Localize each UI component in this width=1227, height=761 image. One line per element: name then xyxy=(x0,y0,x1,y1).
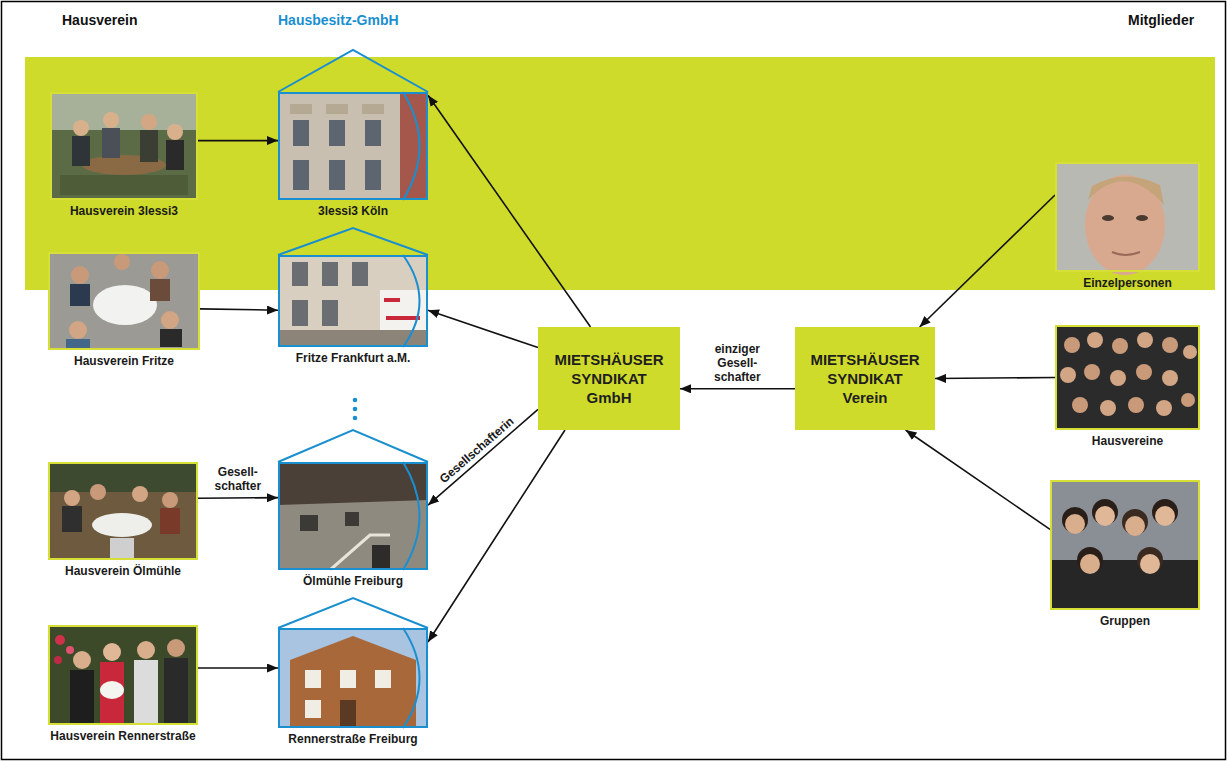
photo-group-garden xyxy=(48,625,198,725)
arrow-connector xyxy=(200,309,278,310)
photo-caption: Fritze Frankfurt a.M. xyxy=(278,351,428,365)
photo-frame xyxy=(48,252,200,350)
arrow-connector xyxy=(198,667,278,669)
photo-garden-table xyxy=(50,92,198,200)
photo-caption: Hausverein 3lessi3 xyxy=(50,204,198,218)
lime-band xyxy=(25,57,1215,290)
arrow-connector xyxy=(680,388,795,390)
photo-caption: Hausverein Rennerstraße xyxy=(48,729,198,743)
column-heading: Mitglieder xyxy=(1128,12,1194,29)
house-node: Fritze Frankfurt a.M. xyxy=(278,255,428,365)
photo-caption: Ölmühle Freiburg xyxy=(278,574,428,588)
arrow-connector xyxy=(428,310,538,347)
photo-frame xyxy=(48,625,198,725)
house-node: 3lessi3 Köln xyxy=(278,92,428,218)
photo-house-oelmuehle xyxy=(278,462,428,570)
roof-outline xyxy=(278,50,428,92)
photo-caption: Einzelpersonen xyxy=(1055,276,1200,290)
photo-caption: Hausvereine xyxy=(1055,434,1200,448)
edge-label: Gesellschafterin xyxy=(435,412,518,487)
edge-label: einziger Gesell- schafter xyxy=(712,342,763,384)
photo-house-rennerstrasse xyxy=(278,628,428,728)
photo-frame xyxy=(1050,480,1200,610)
roof-outline xyxy=(278,430,428,462)
photo-portrait xyxy=(1055,162,1200,275)
member-node: Hausverein Ölmühle xyxy=(48,462,198,578)
arrow-connector xyxy=(198,497,278,499)
photo-caption: Hausverein Fritze xyxy=(48,354,200,368)
photo-caption: Rennerstraße Freiburg xyxy=(278,732,428,746)
arrow-connector xyxy=(920,195,1055,327)
photo-caption: Hausverein Ölmühle xyxy=(48,564,198,578)
org-box: MIETSHÄUSER SYNDIKAT Verein xyxy=(795,327,935,430)
house-photo-frame xyxy=(278,255,428,347)
roof-outline xyxy=(278,598,428,628)
photo-people-table xyxy=(48,252,200,350)
photo-crowd xyxy=(1055,325,1200,430)
arrow-connector xyxy=(428,430,565,642)
photo-caption: Gruppen xyxy=(1050,614,1200,628)
column-heading: Hausbesitz-GmbH xyxy=(278,12,399,29)
member-node: Hausverein Rennerstraße xyxy=(48,625,198,743)
photo-frame xyxy=(48,462,198,560)
arrow-connector xyxy=(198,140,278,142)
photo-people-outdoor xyxy=(48,462,198,560)
arrow-connector xyxy=(428,409,538,505)
house-photo-frame xyxy=(278,462,428,570)
house-node: Rennerstraße Freiburg xyxy=(278,628,428,746)
org-box: MIETSHÄUSER SYNDIKAT GmbH xyxy=(538,327,680,430)
member-node: Hausverein Fritze xyxy=(48,252,200,368)
edge-label: Gesell- schafter xyxy=(213,465,264,493)
house-photo-frame xyxy=(278,628,428,728)
photo-frame xyxy=(1055,325,1200,430)
arrow-connector xyxy=(935,378,1055,379)
photo-caption: 3lessi3 Köln xyxy=(278,204,428,218)
house-photo-frame xyxy=(278,92,428,200)
arrow-connector xyxy=(428,95,591,327)
photo-frame xyxy=(50,92,198,200)
photo-house-frankfurt xyxy=(278,255,428,347)
photo-house-koeln xyxy=(278,92,428,200)
photo-group-women xyxy=(1050,480,1200,610)
member-node: Hausvereine xyxy=(1055,325,1200,448)
member-node: Einzelpersonen xyxy=(1055,162,1200,290)
box-text: MIETSHÄUSER SYNDIKAT GmbH xyxy=(554,350,663,407)
photo-frame xyxy=(1055,162,1200,272)
arrow-connector xyxy=(906,430,1050,529)
continuation-dots xyxy=(353,398,358,421)
box-text: MIETSHÄUSER SYNDIKAT Verein xyxy=(810,350,919,407)
column-heading: Hausverein xyxy=(62,12,137,29)
member-node: Gruppen xyxy=(1050,480,1200,628)
member-node: Hausverein 3lessi3 xyxy=(50,92,198,218)
roof-outline xyxy=(278,228,428,255)
house-node: Ölmühle Freiburg xyxy=(278,462,428,588)
